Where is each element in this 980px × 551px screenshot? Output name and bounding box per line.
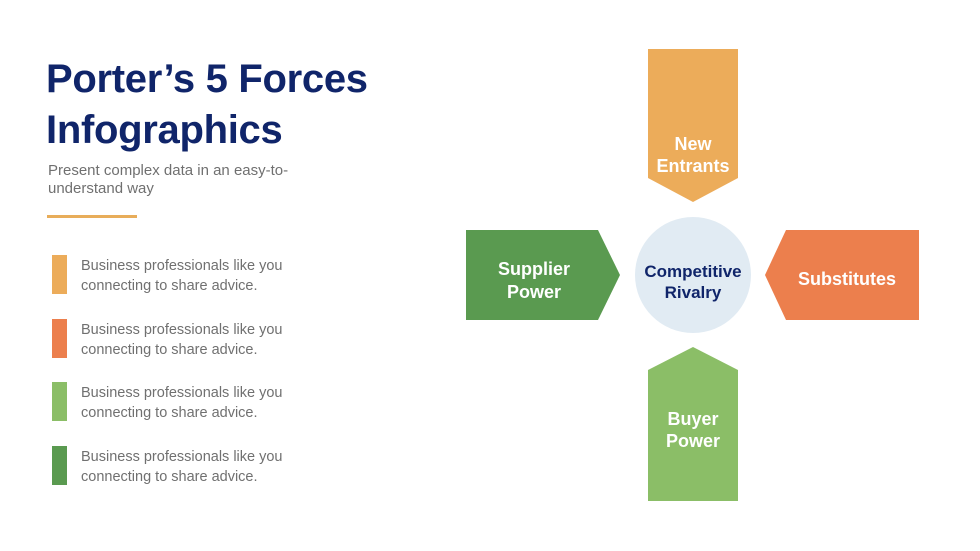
new-entrants-arrow: New Entrants	[648, 49, 738, 202]
svg-text:Substitutes: Substitutes	[798, 269, 896, 289]
accent-divider	[47, 215, 137, 218]
svg-text:Competitive: Competitive	[644, 262, 741, 281]
supplier-power-arrow: Supplier Power	[466, 230, 620, 320]
buyer-power-arrow: Buyer Power	[648, 347, 738, 501]
svg-text:Power: Power	[507, 282, 561, 302]
svg-text:Entrants: Entrants	[656, 156, 729, 176]
legend-swatch	[52, 446, 67, 485]
title-line-1: Porter’s 5 Forces	[46, 57, 368, 101]
svg-text:New: New	[674, 134, 712, 154]
title-line-2: Infographics	[46, 108, 283, 152]
legend-swatch	[52, 255, 67, 294]
svg-text:Buyer: Buyer	[667, 409, 718, 429]
substitutes-arrow: Substitutes	[765, 230, 919, 320]
svg-text:Power: Power	[666, 431, 720, 451]
legend-swatch	[52, 319, 67, 358]
legend-swatch	[52, 382, 67, 421]
svg-text:Rivalry: Rivalry	[665, 283, 722, 302]
competitive-rivalry-circle: Competitive Rivalry	[635, 217, 751, 333]
svg-text:Supplier: Supplier	[498, 259, 570, 279]
subtitle: Present complex data in an easy-to-under…	[48, 162, 289, 197]
